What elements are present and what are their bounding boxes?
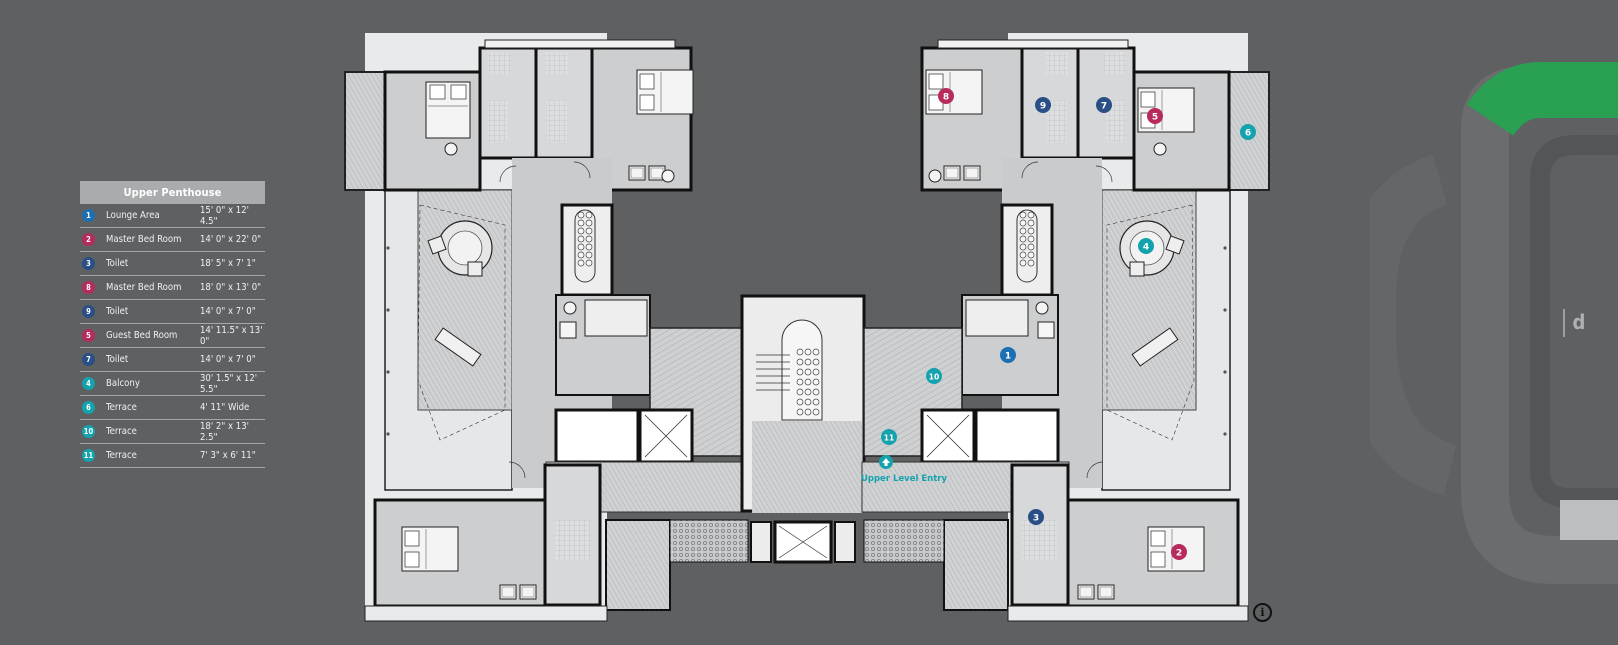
svg-text:3: 3 [1033, 514, 1039, 524]
svg-text:8: 8 [943, 93, 949, 103]
marker-toilet-3: 3 [1028, 509, 1044, 525]
legend-room-size: 30' 1.5" x 12' 5.5" [200, 372, 258, 395]
legend-number-badge: 6 [82, 401, 95, 414]
legend-room-size: 4' 11" Wide [200, 402, 250, 413]
marker-guest-bed-5: 5 [1147, 108, 1163, 124]
legend-room-name: Balcony [106, 378, 140, 389]
marker-toilet-7: 7 [1096, 97, 1112, 113]
legend-room-size: 14' 0" x 7' 0" [200, 306, 256, 317]
svg-text:2: 2 [1176, 549, 1182, 559]
legend-row: 6 Terrace 4' 11" Wide [80, 396, 265, 420]
legend-room-name: Toilet [106, 258, 129, 269]
upper-level-entry-label: Upper Level Entry [861, 474, 947, 484]
room-legend: Upper Penthouse 1 Lounge Area 15' 0" x 12'… [80, 181, 265, 468]
legend-row: 10 Terrace 18' 2" x 13' 2.5" [80, 420, 265, 444]
marker-lounge: 1 [1000, 347, 1016, 363]
legend-number-badge: 1 [82, 209, 95, 222]
legend-number-badge: 5 [82, 329, 95, 342]
legend-room-name: Lounge Area [106, 210, 160, 221]
right-wing [861, 33, 1270, 622]
marker-balcony-4: 4 [1138, 238, 1154, 254]
brand-logo-icon: d [1563, 309, 1593, 337]
info-icon[interactable]: i [1253, 603, 1272, 622]
svg-text:6: 6 [1245, 129, 1251, 139]
legend-number-badge: 9 [82, 305, 95, 318]
legend-room-name: Master Bed Room [106, 234, 182, 245]
legend-room-name: Terrace [106, 426, 137, 437]
legend-number-badge: 2 [82, 233, 95, 246]
brand-watermark [1370, 62, 1618, 584]
marker-terrace-6: 6 [1240, 124, 1256, 140]
marker-toilet-9: 9 [1035, 97, 1051, 113]
legend-number-badge: 4 [82, 377, 95, 390]
legend-number-badge: 8 [82, 281, 95, 294]
legend-row: 2 Master Bed Room 14' 0" x 22' 0" [80, 228, 265, 252]
legend-number-badge: 3 [82, 257, 95, 270]
legend-room-name: Toilet [106, 354, 129, 365]
legend-room-size: 14' 0" x 7' 0" [200, 354, 256, 365]
legend-number-badge: 10 [82, 425, 95, 438]
legend-room-name: Terrace [106, 450, 137, 461]
legend-room-size: 18' 2" x 13' 2.5" [200, 420, 250, 443]
legend-number-badge: 7 [82, 353, 95, 366]
legend-title: Upper Penthouse [80, 181, 265, 204]
center-core [740, 294, 866, 564]
svg-text:10: 10 [929, 373, 939, 382]
legend-row: 5 Guest Bed Room 14' 11.5" x 13' 0" [80, 324, 265, 348]
legend-number-badge: 11 [82, 449, 95, 462]
svg-text:5: 5 [1152, 113, 1158, 123]
legend-room-name: Guest Bed Room [106, 330, 178, 341]
legend-row: 7 Toilet 14' 0" x 7' 0" [80, 348, 265, 372]
svg-text:9: 9 [1040, 102, 1046, 112]
legend-room-size: 7' 3" x 6' 11" [200, 450, 256, 461]
marker-master-bed-8: 8 [938, 88, 954, 104]
legend-room-name: Terrace [106, 402, 137, 413]
legend-room-size: 18' 0" x 13' 0" [200, 282, 262, 293]
legend-room-size: 18' 5" x 7' 1" [200, 258, 256, 269]
legend-room-size: 14' 0" x 22' 0" [200, 234, 262, 245]
legend-row: 8 Master Bed Room 18' 0" x 13' 0" [80, 276, 265, 300]
svg-text:11: 11 [884, 434, 894, 443]
legend-row: 9 Toilet 14' 0" x 7' 0" [80, 300, 265, 324]
svg-text:7: 7 [1101, 102, 1107, 112]
legend-room-name: Master Bed Room [106, 282, 182, 293]
legend-room-size: 14' 11.5" x 13' 0" [200, 324, 263, 347]
marker-master-bed-2: 2 [1171, 544, 1187, 560]
legend-row: 1 Lounge Area 15' 0" x 12' 4.5" [80, 204, 265, 228]
legend-row: 11 Terrace 7' 3" x 6' 11" [80, 444, 265, 468]
marker-terrace-11: 11 [881, 429, 897, 445]
marker-terrace-10: 10 [926, 368, 942, 384]
left-wing [344, 33, 752, 622]
legend-room-size: 15' 0" x 12' 4.5" [200, 204, 250, 227]
legend-row: 3 Toilet 18' 5" x 7' 1" [80, 252, 265, 276]
entry-arrow-icon [879, 455, 893, 469]
legend-room-name: Toilet [106, 306, 129, 317]
svg-text:4: 4 [1143, 243, 1149, 253]
legend-row: 4 Balcony 30' 1.5" x 12' 5.5" [80, 372, 265, 396]
svg-text:1: 1 [1005, 352, 1011, 362]
